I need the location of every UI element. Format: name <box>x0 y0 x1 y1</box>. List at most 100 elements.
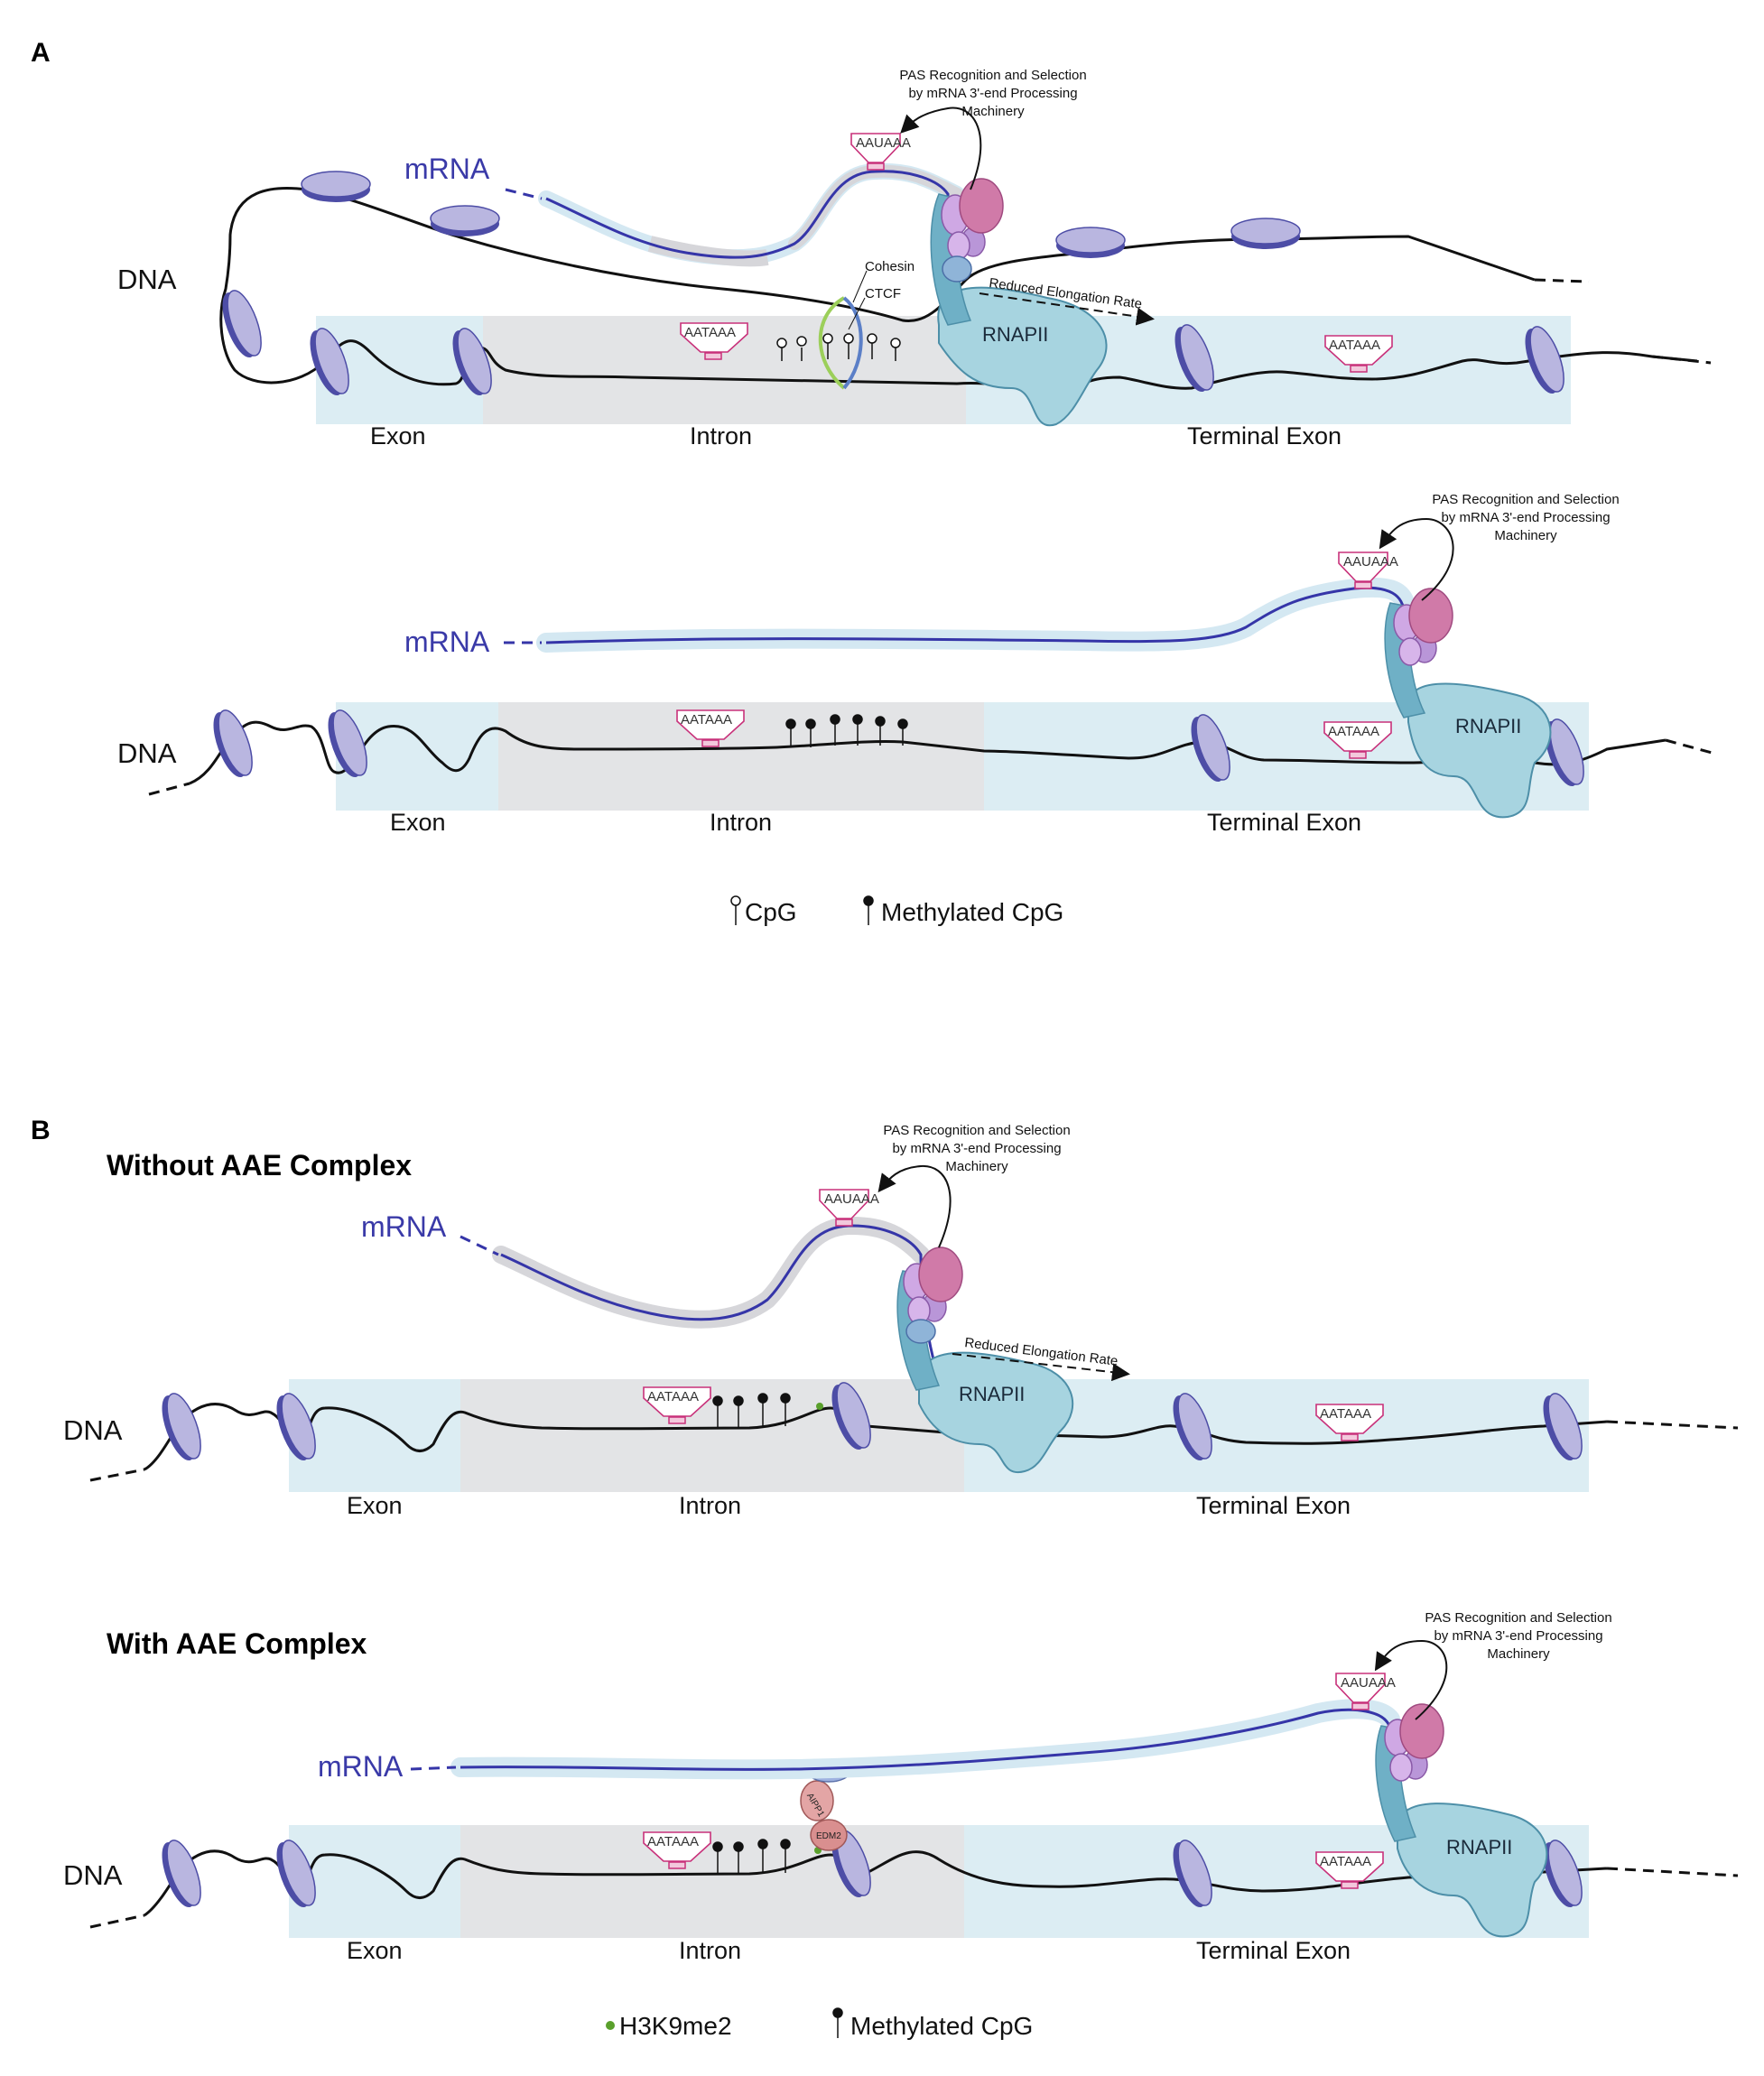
mrna-halo <box>536 577 1414 653</box>
ctcf-pointer <box>848 297 866 330</box>
intron-label: Intron <box>690 422 752 449</box>
svg-text:AAUAAA: AAUAAA <box>1341 1675 1396 1691</box>
mrna-label: mRNA <box>404 626 490 658</box>
dna-continuation <box>1606 1420 1739 1430</box>
pas-note-line1: PAS Recognition and Selection <box>1432 492 1619 507</box>
nucleosome-icon <box>328 709 367 778</box>
legend-a: CpG Methylated CpG <box>730 895 1063 926</box>
exon-label: Exon <box>347 1492 403 1519</box>
pas-note-line1: PAS Recognition and Selection <box>899 68 1086 83</box>
pas-note-line3: Machinery <box>945 1159 1008 1174</box>
svg-text:AATAAA: AATAAA <box>1320 1406 1371 1422</box>
mrna-continuation <box>505 188 543 200</box>
panel-a-diagram-2: AATAAA AATAAA mRNA AAUAAA RNAPII PAS Rec <box>117 492 1716 836</box>
h3k9me2-legend-label: H3K9me2 <box>619 2012 732 2040</box>
methylated-cpg-legend-label: Methylated CpG <box>881 898 1063 926</box>
pas-note-line2: by mRNA 3'-end Processing <box>1441 510 1610 525</box>
nucleosome-icon <box>831 1382 871 1450</box>
dna-continuation <box>89 1914 145 1929</box>
rnapii-label: RNAPII <box>982 323 1048 346</box>
dna-label: DNA <box>63 1414 123 1446</box>
pas-motif-rna: AAUAAA <box>1338 551 1398 589</box>
with-aae-heading: With AAE Complex <box>107 1627 367 1660</box>
pas-note-line3: Machinery <box>1487 1646 1550 1662</box>
reduced-elongation-arrow <box>952 1353 1130 1382</box>
panel-b-diagram-1: AATAAA AATAAA mRNA AAUAAA RNAPII <box>63 1123 1739 1519</box>
pas-motif-dna: AATAAA <box>1323 721 1392 759</box>
dna-continuation <box>1665 738 1716 755</box>
dna-label: DNA <box>117 737 177 769</box>
pas-motif-rna: AAUAAA <box>850 133 911 171</box>
methylated-cpg-legend-icon <box>863 895 874 925</box>
cpg-legend-icon <box>730 895 741 925</box>
pas-motif-dna: AATAAA <box>1324 335 1393 373</box>
dna-continuation <box>89 1468 145 1482</box>
edm2-protein <box>810 1819 848 1851</box>
nucleosome-icon <box>1173 1840 1212 1908</box>
svg-text:AATAAA: AATAAA <box>647 1834 699 1849</box>
mrna-label: mRNA <box>404 153 490 185</box>
pas-motif-rna: AAUAAA <box>1335 1673 1396 1710</box>
terminal-exon-label: Terminal Exon <box>1207 809 1361 836</box>
intron-region <box>460 1825 964 1938</box>
pas-recognition-arrow <box>877 1164 952 1248</box>
nucleosome-icon <box>1543 1840 1583 1908</box>
dna-continuation <box>148 782 190 796</box>
nucleosome-icon <box>1174 324 1214 393</box>
rnapii-complex: RNAPII <box>1384 588 1552 819</box>
nucleosome-icon <box>1055 227 1126 258</box>
terminal-exon-label: Terminal Exon <box>1196 1937 1351 1964</box>
rnapii-label: RNAPII <box>959 1383 1025 1405</box>
mrna-continuation <box>460 1235 499 1256</box>
pas-motif-rna: AAUAAA <box>819 1189 879 1227</box>
methylated-cpg-markers <box>712 1839 791 1874</box>
cpg-markers <box>776 333 901 361</box>
pas-note-line2: by mRNA 3'-end Processing <box>1434 1628 1602 1644</box>
dna-label: DNA <box>63 1859 123 1891</box>
exon-region <box>289 1825 460 1938</box>
pas-note-line3: Machinery <box>1494 528 1557 543</box>
pas-motif-dna: AATAAA <box>643 1831 711 1869</box>
pas-recognition-arrow <box>1379 517 1454 601</box>
methylated-cpg-markers <box>785 714 908 747</box>
nucleosome-icon <box>452 328 492 396</box>
exon-label: Exon <box>370 422 426 449</box>
dna-continuation <box>1606 1867 1739 1877</box>
methylated-cpg-legend-label: Methylated CpG <box>850 2012 1033 2040</box>
nucleosome-icon <box>222 290 262 358</box>
intron-label: Intron <box>679 1492 741 1519</box>
exon-region <box>289 1379 460 1492</box>
h3k9me2-mark <box>816 1403 823 1410</box>
pas-note-line3: Machinery <box>961 104 1025 119</box>
panel-b-letter: B <box>31 1116 51 1145</box>
pas-recognition-arrow <box>900 107 982 190</box>
nucleosome-icon <box>162 1393 201 1461</box>
ctcf-label: CTCF <box>865 286 901 301</box>
h3k9me2-legend-icon <box>606 2021 615 2030</box>
dna-label: DNA <box>117 264 177 295</box>
svg-text:AATAAA: AATAAA <box>1320 1854 1371 1869</box>
cohesin-label: Cohesin <box>865 259 914 274</box>
pas-note-line1: PAS Recognition and Selection <box>1425 1610 1611 1626</box>
panel-a-letter: A <box>31 38 51 68</box>
methylated-cpg-markers <box>712 1393 791 1428</box>
mrna-label: mRNA <box>361 1210 447 1243</box>
pas-motif-dna: AATAAA <box>676 709 745 747</box>
pas-note-line2: by mRNA 3'-end Processing <box>908 86 1077 101</box>
rnapii-complex: RNAPII <box>896 1247 1074 1474</box>
svg-text:AATAAA: AATAAA <box>681 712 732 728</box>
terminal-exon-label: Terminal Exon <box>1196 1492 1351 1519</box>
svg-text:AATAAA: AATAAA <box>1328 724 1379 739</box>
intron-label: Intron <box>679 1937 741 1964</box>
nucleosome-icon <box>310 328 349 396</box>
nucleosome-icon <box>276 1393 316 1461</box>
dna-continuation <box>1651 355 1712 365</box>
nucleosome-icon <box>1230 218 1301 249</box>
legend-b: H3K9me2 Methylated CpG <box>606 2007 1033 2040</box>
svg-text:AATAAA: AATAAA <box>684 325 736 340</box>
pas-motif-dna: AATAAA <box>680 322 748 360</box>
mrna-label: mRNA <box>318 1750 404 1783</box>
terminal-exon-label: Terminal Exon <box>1187 422 1342 449</box>
ctcf-shape <box>818 296 846 390</box>
